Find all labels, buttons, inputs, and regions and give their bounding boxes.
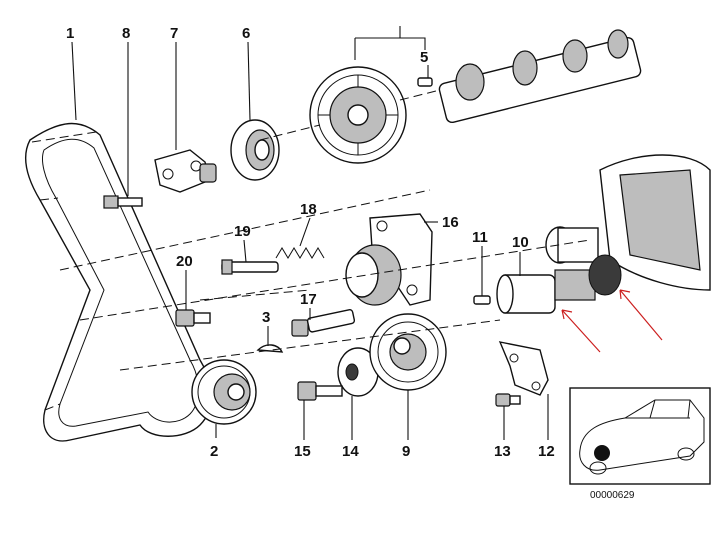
- highlight-arrows: [561, 289, 663, 353]
- callout-18: 18: [300, 201, 317, 218]
- crank-key: [256, 344, 284, 353]
- reference-number: 00000629: [590, 490, 635, 501]
- timing-belt: [25, 122, 212, 442]
- cover-plate: [498, 341, 549, 396]
- crankshaft-sprocket: [191, 359, 257, 425]
- callout-20: 20: [176, 253, 193, 270]
- location-dot: [594, 445, 610, 461]
- callout-11: 11: [472, 229, 488, 246]
- leader-lines: [71, 26, 549, 440]
- callout-10: 10: [512, 234, 529, 251]
- camshaft-dowel-pin: [417, 77, 433, 87]
- crankshaft-gear: [496, 254, 622, 314]
- callout-19: 19: [234, 223, 251, 240]
- callout-7: 7: [170, 25, 178, 42]
- belt-guide-bolt: [103, 195, 143, 209]
- callout-16: 16: [442, 214, 459, 231]
- crankshaft: [545, 154, 711, 291]
- camshaft-sprocket: [309, 66, 407, 164]
- idler-bolt: [291, 309, 356, 337]
- tensioner-bracket: [154, 149, 217, 193]
- callout-5: 5: [420, 49, 428, 66]
- callout-17: 17: [300, 291, 317, 308]
- idler-bracket: [345, 213, 433, 306]
- car-outline: [579, 399, 705, 471]
- callout-labels: 1 8 7 6 5 18 19 16 20 11 10 17 3 2 15 14…: [66, 25, 635, 501]
- assembly-guide-lines: [59, 89, 591, 371]
- vehicle-location-inset: [569, 387, 711, 485]
- callout-3: 3: [262, 309, 270, 326]
- plate-bolt: [495, 393, 521, 407]
- callout-1: 1: [66, 25, 74, 42]
- woodruff-key: [473, 295, 491, 305]
- tensioner-pin: [221, 259, 279, 275]
- idler-pulley: [369, 313, 447, 391]
- hex-bolt-upper: [175, 309, 211, 327]
- callout-6: 6: [242, 25, 250, 42]
- callout-8: 8: [122, 25, 130, 42]
- camshaft: [438, 29, 642, 124]
- callout-12: 12: [538, 443, 555, 460]
- callout-15: 15: [294, 443, 311, 460]
- red-arrow-crank: [619, 289, 663, 341]
- callout-14: 14: [342, 443, 359, 460]
- hex-bolt-lower: [297, 381, 343, 401]
- red-arrow-gear: [561, 309, 601, 353]
- callout-9: 9: [402, 443, 410, 460]
- callout-2: 2: [210, 443, 218, 460]
- tensioner-spring: [275, 247, 325, 259]
- callout-13: 13: [494, 443, 511, 460]
- tensioner-pulley: [230, 119, 280, 181]
